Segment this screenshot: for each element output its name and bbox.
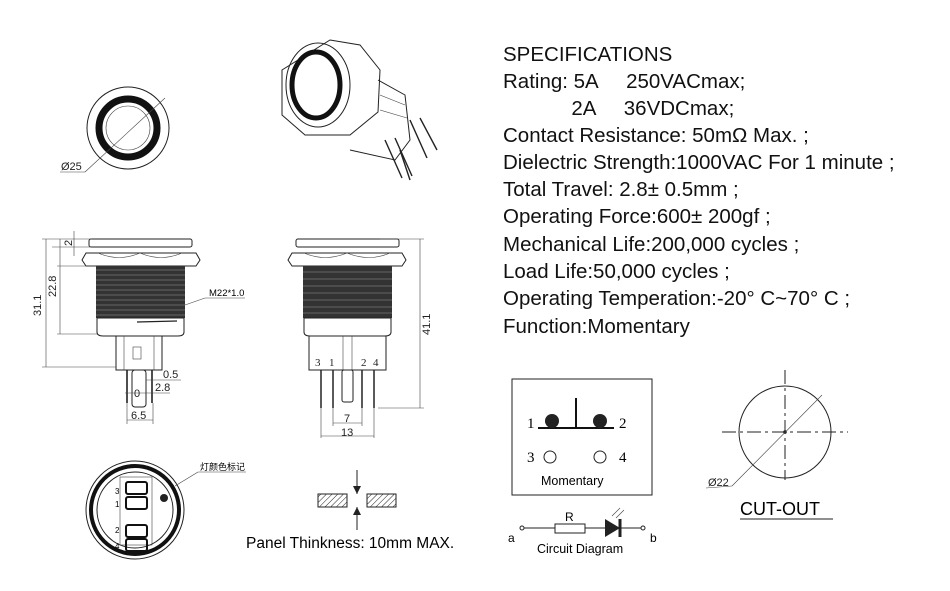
- switch-pin-4: 4: [619, 450, 627, 466]
- panel-thickness: Panel Thinkness: 10mm MAX.: [246, 470, 454, 552]
- dim-pin-span-total: 13: [341, 427, 353, 439]
- rear-pin-3: 3: [315, 357, 321, 369]
- dim-pin-pitch: 7: [344, 413, 350, 425]
- rear-pin-4: 4: [373, 357, 379, 369]
- switch-pin-3: 3: [527, 450, 535, 466]
- bottom-pin-1: 1: [115, 500, 120, 509]
- bottom-pin-4: 4: [115, 542, 120, 551]
- resistor-label: R: [565, 510, 574, 524]
- rear-pin-1: 1: [329, 357, 335, 369]
- dim-overall-length: 41.1: [421, 314, 433, 335]
- spec-contact-resistance: Contact Resistance: 50mΩ Max. ;: [503, 124, 809, 147]
- cutout-view: Ø22 CUT-OUT: [705, 370, 848, 520]
- spec-operating-force: Operating Force:600± 200gf ;: [503, 205, 771, 228]
- spec-total-travel: Total Travel: 2.8± 0.5mm ;: [503, 178, 739, 201]
- front-view: Ø25: [60, 86, 170, 173]
- switch-type-label: Momentary: [541, 474, 604, 488]
- spec-dielectric-strength: Dielectric Strength:1000VAC For 1 minute…: [503, 151, 895, 174]
- node-b-label: b: [650, 531, 657, 545]
- spec-function: Function:Momentary: [503, 315, 691, 338]
- spec-rating-ac: Rating: 5A 250VACmax;: [503, 70, 745, 93]
- dim-pin-width: 2.8: [155, 382, 170, 394]
- dim-cap-height: 2: [63, 240, 75, 246]
- dim-total-length: 31.1: [32, 295, 44, 316]
- led-color-mark-note: 灯颜色标记: [200, 461, 245, 472]
- spec-load-life: Load Life:50,000 cycles ;: [503, 260, 730, 283]
- cutout-diameter-label: Ø22: [708, 477, 729, 489]
- circuit-diagram-label: Circuit Diagram: [537, 542, 623, 556]
- isometric-view: [281, 39, 438, 181]
- bottom-pin-2: 2: [115, 526, 120, 535]
- dim-thread-length: 22.8: [47, 276, 59, 297]
- bottom-pin-3: 3: [115, 487, 120, 496]
- spec-operating-temperature: Operating Temperation:-20° C~70° C ;: [503, 287, 850, 310]
- thread-spec-label: M22*1.0: [209, 288, 244, 299]
- rear-side-view: 3 1 2 4 41.1 7 13: [287, 238, 433, 439]
- side-view: 0 2 22.8 31.1 M22*1.0 0.5 2.8 6.5: [32, 231, 245, 424]
- rear-pin-2: 2: [361, 357, 367, 369]
- cutout-label: CUT-OUT: [740, 499, 820, 519]
- dim-pin-thickness: 0.5: [163, 369, 178, 381]
- bottom-view: 3 1 2 4 灯颜色标记: [85, 460, 246, 560]
- node-a-label: a: [508, 531, 515, 545]
- switch-diagram: 1 2 3 4 Momentary: [511, 378, 653, 496]
- specifications-title: SPECIFICATIONS: [503, 43, 672, 66]
- circuit-diagram: R a b Circuit Diagram: [508, 507, 657, 556]
- panel-thickness-label: Panel Thinkness: 10mm MAX.: [246, 535, 454, 552]
- specifications-block: SPECIFICATIONS Rating: 5A 250VACmax; 2A …: [503, 43, 895, 338]
- dim-pin-span: 6.5: [131, 410, 146, 422]
- switch-pin-2: 2: [619, 416, 627, 432]
- svg-text:0: 0: [134, 388, 140, 400]
- spec-mechanical-life: Mechanical Life:200,000 cycles ;: [503, 233, 799, 256]
- spec-rating-dc: 2A 36VDCmax;: [503, 97, 734, 120]
- switch-pin-1: 1: [527, 416, 535, 432]
- front-diameter-label: Ø25: [61, 161, 82, 173]
